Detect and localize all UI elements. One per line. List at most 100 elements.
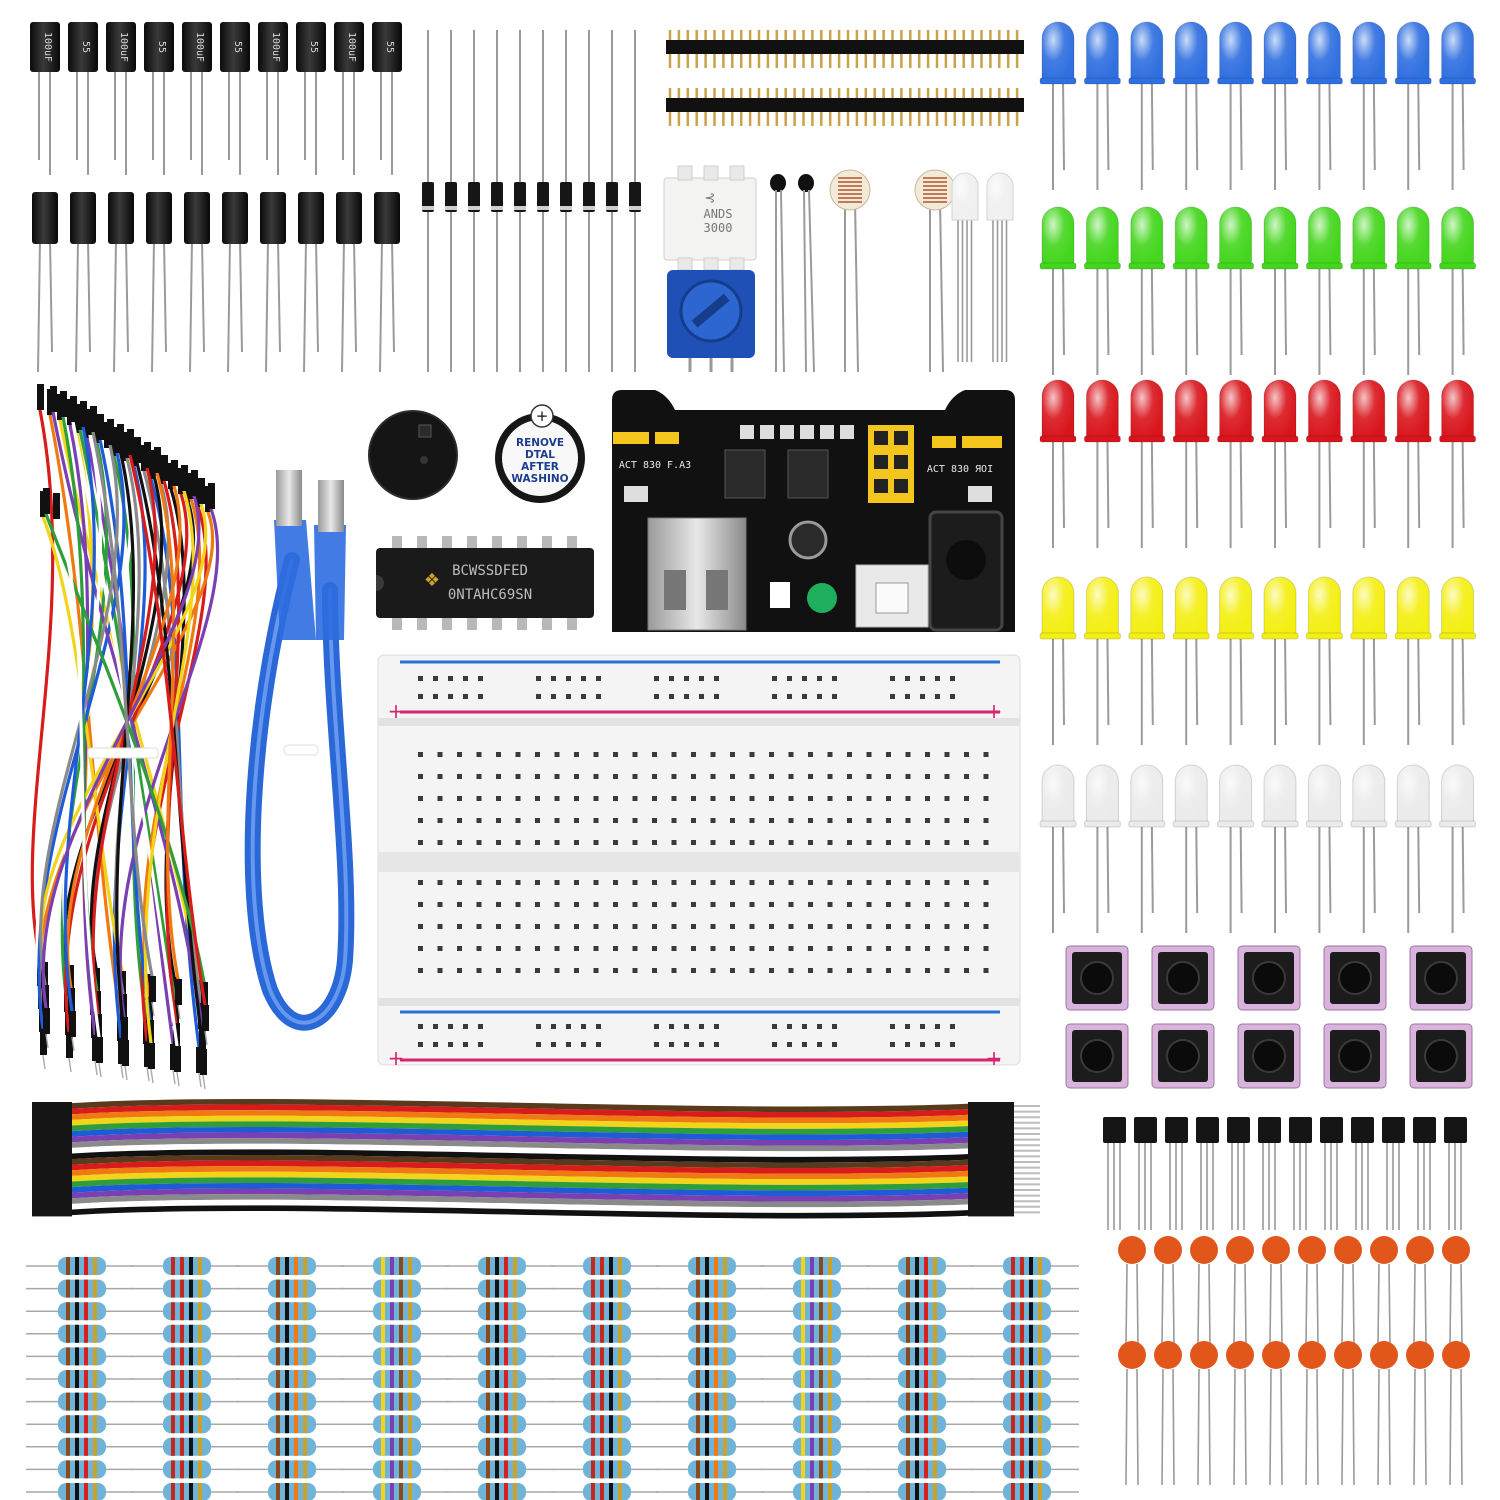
jumper-wire-bundle (30, 384, 220, 1090)
capacitor-top-label-3: 55 (156, 41, 167, 53)
rail-plus-left-bottom: + (388, 1046, 405, 1070)
resistor-1-3 (131, 1324, 239, 1343)
resistor-5-6 (551, 1392, 659, 1411)
resistor-0-7 (26, 1415, 134, 1434)
led-green-0 (1039, 206, 1077, 375)
ribbon-wire-16 (69, 1188, 981, 1202)
resistor-3-6 (341, 1392, 449, 1411)
led-red-4 (1217, 379, 1255, 548)
push-button-1-0 (1065, 1023, 1129, 1089)
resistor-3-1 (341, 1279, 449, 1298)
ceramic-cap-1-7 (1370, 1341, 1398, 1486)
ribbon-wire-9 (69, 1149, 981, 1163)
led-red-3 (1172, 379, 1210, 548)
resistor-3-2 (341, 1302, 449, 1321)
resistor-8-8 (866, 1437, 974, 1456)
capacitor-top-3: 55 (144, 22, 174, 175)
resistor-2-5 (236, 1370, 344, 1388)
pin-headers (666, 30, 1024, 126)
resistor-6-3 (656, 1324, 764, 1343)
ceramic-cap-0-2 (1190, 1236, 1218, 1346)
resistor-5-0 (551, 1257, 659, 1275)
ic-logo-icon: ❖ (424, 570, 440, 591)
led-red-8 (1394, 379, 1432, 548)
ic-label-line1: BCWSSDFED (452, 563, 528, 579)
resistor-5-10 (551, 1483, 659, 1500)
resistor-4-8 (446, 1437, 554, 1456)
resistor-5-1 (551, 1279, 659, 1298)
ceramic-cap-0-0 (1118, 1236, 1146, 1346)
led-blue-7 (1350, 21, 1388, 190)
resistor-2-7 (236, 1415, 344, 1434)
led-white-1 (1083, 764, 1121, 933)
resistor-3-0 (341, 1257, 449, 1275)
resistor-1-9 (131, 1460, 239, 1479)
resistor-5-9 (551, 1460, 659, 1479)
resistor-3-3 (341, 1324, 449, 1343)
capacitor-bottom-3 (146, 192, 172, 373)
led-yellow-9 (1439, 576, 1477, 745)
resistor-1-10 (131, 1483, 239, 1500)
led-blue-6 (1305, 21, 1343, 190)
ribbon-wire-11 (69, 1160, 981, 1174)
resistor-9-6 (971, 1392, 1079, 1411)
photoresistor-0 (829, 169, 871, 373)
led-blue-1 (1083, 21, 1121, 190)
resistor-5-2 (551, 1302, 659, 1321)
resistor-2-0 (236, 1257, 344, 1275)
optocoupler-chip: ⊰ ANDS 3000 (663, 165, 757, 271)
led-white-8 (1394, 764, 1432, 933)
transistor-7 (1320, 1117, 1343, 1230)
ribbon-wire-17 (69, 1194, 981, 1208)
transistor-3 (1196, 1117, 1219, 1230)
ceramic-cap-0-9 (1442, 1236, 1470, 1346)
resistor-9-7 (971, 1415, 1079, 1434)
ceramic-cap-1-2 (1190, 1341, 1218, 1486)
led-white-2 (1128, 764, 1166, 933)
led-yellow-4 (1217, 576, 1255, 745)
led-red-2 (1128, 379, 1166, 548)
ribbon-wire-19 (69, 1205, 981, 1219)
ribbon-wire-6 (69, 1132, 981, 1146)
dip-ic-chip: ❖ BCWSSDFED 0NTAHC69SN (376, 536, 594, 630)
led-yellow-3 (1172, 576, 1210, 745)
resistor-7-9 (761, 1460, 869, 1479)
capacitor-top-4: 100uF (182, 22, 212, 175)
resistor-3-5 (341, 1370, 449, 1388)
resistor-6-4 (656, 1347, 764, 1366)
capacitor-bottom-6 (260, 192, 286, 373)
resistor-8-9 (866, 1460, 974, 1479)
led-white-7 (1350, 764, 1388, 933)
ribbon-wire-8 (69, 1143, 981, 1157)
ribbon-wire-12 (69, 1166, 981, 1180)
rgb-leds (951, 172, 1014, 362)
led-red-1 (1083, 379, 1121, 548)
push-button-0-1 (1151, 945, 1215, 1011)
resistor-6-5 (656, 1370, 764, 1388)
capacitor-top-label-8: 100uF (346, 32, 357, 62)
diode-6 (560, 30, 572, 372)
ceramic-cap-0-5 (1298, 1236, 1326, 1346)
led-blue-4 (1217, 21, 1255, 190)
resistor-1-1 (131, 1279, 239, 1298)
power-left-selector-label: ACT 830 F.A3 (619, 460, 691, 471)
resistor-1-7 (131, 1415, 239, 1434)
resistor-3-7 (341, 1415, 449, 1434)
power-right-selector-label: ACT 830 ЯOI (927, 464, 993, 475)
capacitor-top-0: 100uF (30, 22, 60, 175)
resistor-7-2 (761, 1302, 869, 1321)
ribbon-wire-13 (69, 1171, 981, 1185)
led-yellow-7 (1350, 576, 1388, 745)
resistor-7-8 (761, 1437, 869, 1456)
diode-5 (537, 30, 549, 372)
passive-buzzer (368, 410, 458, 500)
capacitor-top-label-0: 100uF (42, 32, 53, 62)
buzzer-sticker-line4: WASHINO (511, 473, 568, 485)
resistor-8-10 (866, 1483, 974, 1500)
resistor-2-10 (236, 1483, 344, 1500)
resistor-5-4 (551, 1347, 659, 1366)
resistor-4-2 (446, 1302, 554, 1321)
ribbon-wire-4 (69, 1121, 981, 1135)
resistor-0-10 (26, 1483, 134, 1500)
resistor-2-8 (236, 1437, 344, 1456)
